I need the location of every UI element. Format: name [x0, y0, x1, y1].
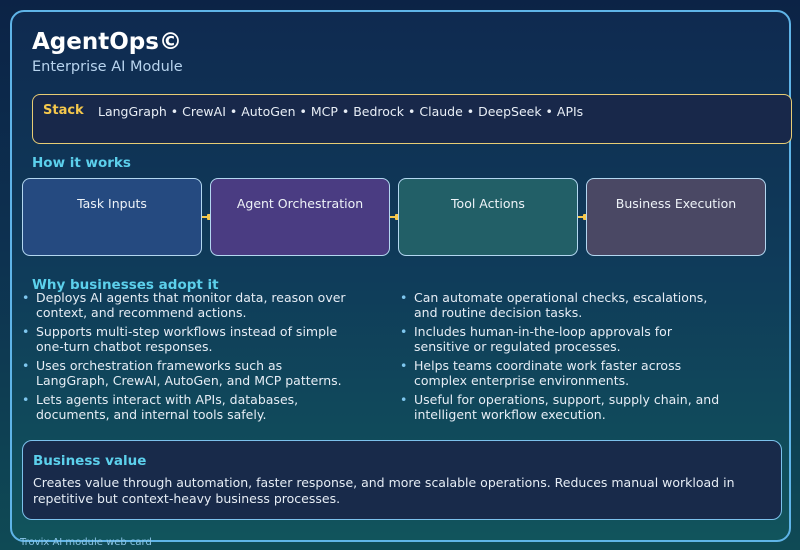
page-title: AgentOps© [32, 29, 182, 55]
stack-panel: Stack LangGraph • CrewAI • AutoGen • MCP… [32, 94, 792, 144]
bullet-icon: • [22, 290, 30, 305]
step-label: Business Execution [615, 196, 737, 211]
bullet-icon: • [400, 290, 408, 305]
page-subtitle: Enterprise AI Module [32, 59, 183, 75]
list-item: •Includes human-in-the-loop approvals fo… [400, 324, 672, 354]
list-item: •Useful for operations, support, supply … [400, 392, 720, 422]
list-item: •Deploys AI agents that monitor data, re… [22, 290, 346, 320]
step-label: Tool Actions [451, 196, 525, 211]
list-item: •Can automate operational checks, escala… [400, 290, 708, 320]
bullet-icon: • [400, 324, 408, 339]
benefits-list-left: •Deploys AI agents that monitor data, re… [22, 290, 372, 426]
bullet-icon: • [400, 392, 408, 407]
arrow-connector [390, 214, 399, 220]
module-card: AgentOps© Enterprise AI Module Stack Lan… [10, 10, 792, 542]
stack-label: Stack [43, 103, 84, 118]
bullet-icon: • [22, 358, 30, 373]
how-it-works-title: How it works [32, 155, 131, 171]
footer-caption: Trovix AI module web card [20, 537, 152, 548]
business-value-title: Business value [33, 453, 147, 469]
list-item: •Supports multi-step workflows instead o… [22, 324, 338, 354]
arrow-connector [578, 214, 587, 220]
bullet-icon: • [400, 358, 408, 373]
stack-items: LangGraph • CrewAI • AutoGen • MCP • Bed… [98, 104, 584, 119]
step-business-execution: Business Execution [586, 178, 766, 256]
business-value-text: Creates value through automation, faster… [33, 475, 735, 506]
step-label: Task Inputs [77, 196, 147, 211]
benefits-list-right: •Can automate operational checks, escala… [400, 290, 750, 426]
step-tool-actions: Tool Actions [398, 178, 578, 256]
step-agent-orchestration: Agent Orchestration [210, 178, 390, 256]
list-item: •Helps teams coordinate work faster acro… [400, 358, 682, 388]
why-adopt-title: Why businesses adopt it [32, 277, 219, 293]
bullet-icon: • [22, 392, 30, 407]
business-value-panel: Business value Creates value through aut… [22, 440, 782, 520]
list-item: •Lets agents interact with APIs, databas… [22, 392, 299, 422]
step-label: Agent Orchestration [236, 196, 364, 211]
arrow-connector [202, 214, 211, 220]
bullet-icon: • [22, 324, 30, 339]
step-task-inputs: Task Inputs [22, 178, 202, 256]
